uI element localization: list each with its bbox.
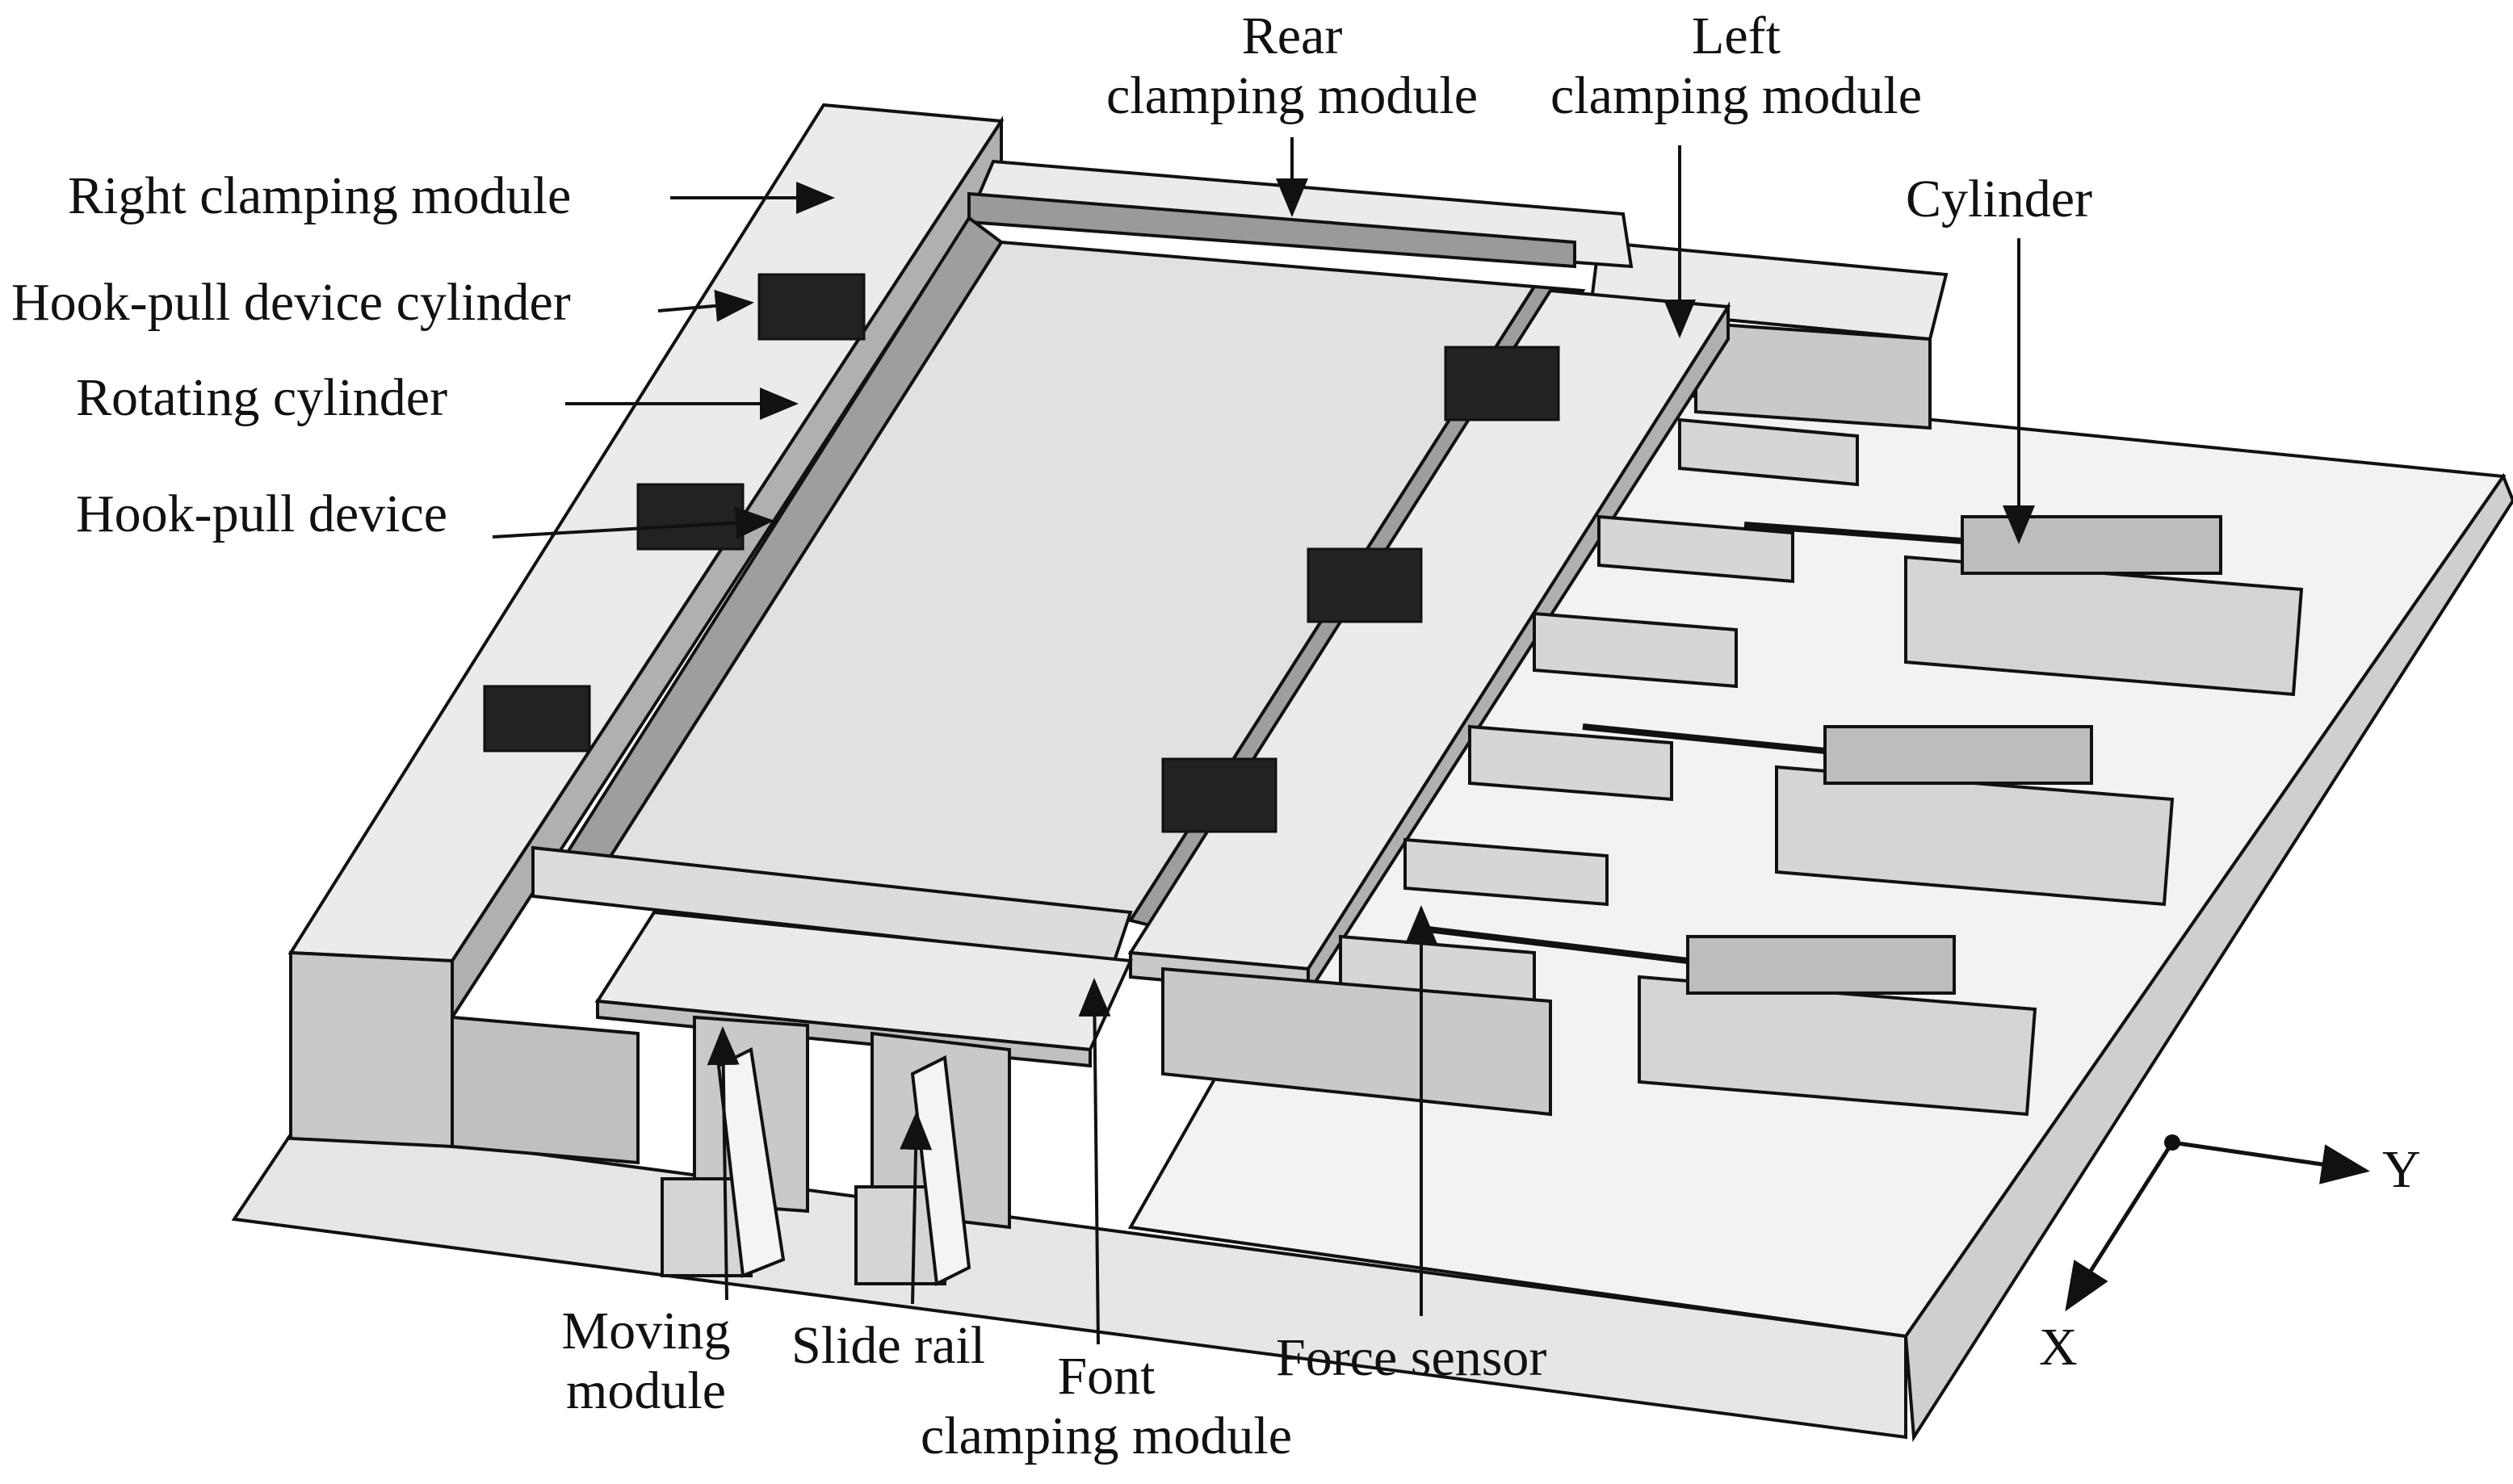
label-left-clamping-module: Left clamping module — [1526, 6, 1946, 126]
clamping-blocks — [1161, 417, 1859, 1117]
label-rotating-cylinder: Rotating cylinder — [76, 368, 448, 427]
label-hook-pull-device: Hook-pull device — [76, 484, 448, 543]
label-force-sensor: Force sensor — [1276, 1328, 1547, 1387]
x-axis-label: X — [2039, 1318, 2078, 1377]
label-moving-line2: module — [566, 1361, 726, 1420]
label-moving-line1: Moving — [561, 1302, 731, 1360]
label-font-line1: Font — [1057, 1347, 1156, 1406]
label-font-clamping-module: Font clamping module — [888, 1347, 1324, 1466]
label-right-clamping-module: Right clamping module — [68, 166, 572, 225]
label-moving-module: Moving module — [533, 1302, 759, 1421]
axes-indicator — [2065, 1134, 2370, 1312]
leader-lines — [492, 137, 2035, 1345]
label-slide-rail: Slide rail — [791, 1316, 986, 1375]
label-font-line2: clamping module — [920, 1406, 1293, 1465]
label-rear-clamping-module: Rear clamping module — [1058, 6, 1526, 126]
label-rear-line1: Rear — [1241, 6, 1343, 65]
hook-pull-devices — [483, 273, 1560, 833]
cylinders-on-base — [1420, 515, 2304, 1117]
label-left-line1: Left — [1692, 6, 1781, 65]
label-rear-line2: clamping module — [1105, 66, 1479, 125]
label-left-line2: clamping module — [1550, 66, 1923, 125]
label-hook-pull-device-cylinder: Hook-pull device cylinder — [11, 273, 571, 332]
label-cylinder: Cylinder — [1906, 170, 2092, 228]
front-clamping-plate — [531, 845, 1133, 1068]
y-axis-label: Y — [2382, 1140, 2421, 1199]
